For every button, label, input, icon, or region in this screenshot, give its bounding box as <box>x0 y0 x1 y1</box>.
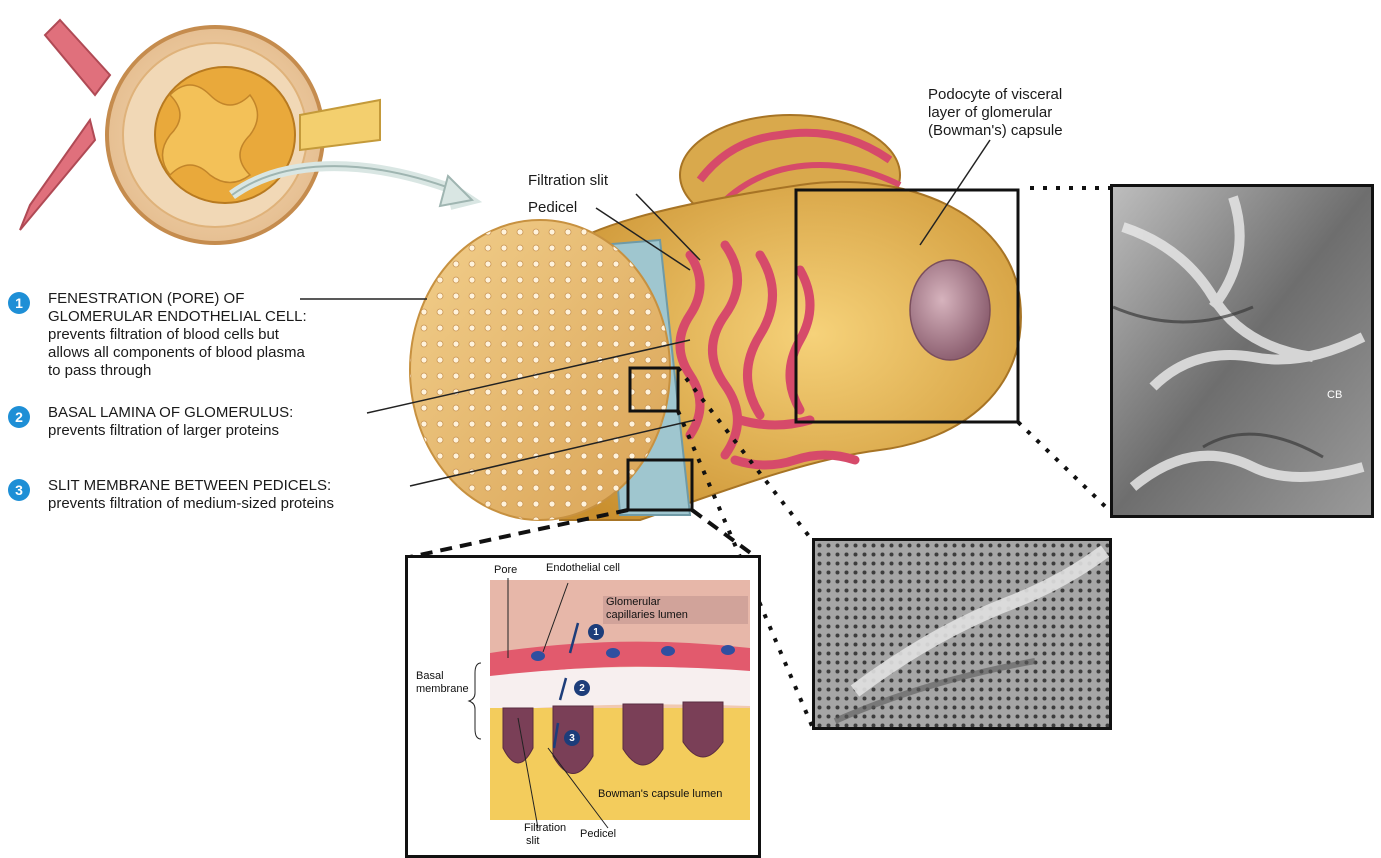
podocyte-capillary-drawing <box>410 115 1021 520</box>
podocyte-label-line2: layer of glomerular <box>928 104 1063 122</box>
step-1-badge: 1 <box>8 292 30 314</box>
legend-item-fenestration: 1 FENESTRATION (PORE) OF GLOMERULAR ENDO… <box>8 290 307 380</box>
legend-desc-slit-membrane: prevents filtration of medium-sized prot… <box>48 495 334 513</box>
inset-bowman-lumen-label: Bowman's capsule lumen <box>598 788 722 801</box>
legend-desc-basal-lamina: prevents filtration of larger proteins <box>48 422 293 440</box>
sem-texture <box>1113 187 1371 515</box>
legend-text-basal-lamina: BASAL LAMINA OF GLOMERULUS: prevents fil… <box>48 404 293 440</box>
legend-title-fenestration: FENESTRATION (PORE) OF <box>48 290 307 308</box>
inset-step-1-badge: 1 <box>588 624 604 640</box>
legend-title-fenestration-2: GLOMERULAR ENDOTHELIAL CELL: <box>48 308 307 326</box>
inset-filtration-slit-label: Filtration slit <box>524 822 566 848</box>
inset-filtration-line1: Filtration <box>524 822 566 835</box>
renal-corpuscle-overview <box>20 20 472 243</box>
filtration-membrane-inset: 1 2 3 Pore Endothelial cell Glomerular c… <box>405 555 761 858</box>
legend-title-basal-lamina: BASAL LAMINA OF GLOMERULUS: <box>48 404 293 422</box>
legend-desc-fenestration-3: to pass through <box>48 362 307 380</box>
inset-step-2-badge: 2 <box>574 680 590 696</box>
sem-micrograph-podocyte: CB <box>1110 184 1374 518</box>
inset-basal-line2: membrane <box>416 683 469 696</box>
inset-filtration-line2: slit <box>524 835 566 848</box>
inset-glomerular-lumen-line1: Glomerular <box>606 596 688 609</box>
inset-pore-label: Pore <box>494 564 517 577</box>
pedicel-label: Pedicel <box>528 199 577 217</box>
inset-drawing <box>408 558 758 855</box>
inset-step-3-badge: 3 <box>564 730 580 746</box>
inset-pedicel-label: Pedicel <box>580 828 616 841</box>
podocyte-label: Podocyte of visceral layer of glomerular… <box>928 86 1063 140</box>
legend-item-basal-lamina: 2 BASAL LAMINA OF GLOMERULUS: prevents f… <box>8 404 293 440</box>
step-3-badge: 3 <box>8 479 30 501</box>
inset-basal-line1: Basal <box>416 670 469 683</box>
legend-desc-fenestration-1: prevents filtration of blood cells but <box>48 326 307 344</box>
sem-fenestration-texture <box>815 541 1109 727</box>
legend-item-slit-membrane: 3 SLIT MEMBRANE BETWEEN PEDICELS: preven… <box>8 477 334 513</box>
inset-glomerular-lumen-label: Glomerular capillaries lumen <box>606 596 688 622</box>
legend-text-slit-membrane: SLIT MEMBRANE BETWEEN PEDICELS: prevents… <box>48 477 334 513</box>
podocyte-label-line1: Podocyte of visceral <box>928 86 1063 104</box>
legend-text-fenestration: FENESTRATION (PORE) OF GLOMERULAR ENDOTH… <box>48 290 307 380</box>
sem-cb-label: CB <box>1327 389 1342 402</box>
inset-glomerular-lumen-line2: capillaries lumen <box>606 609 688 622</box>
filtration-slit-label: Filtration slit <box>528 172 608 190</box>
inset-endothelial-label: Endothelial cell <box>546 562 620 575</box>
sem-micrograph-fenestrations <box>812 538 1112 730</box>
legend-desc-fenestration-2: allows all components of blood plasma <box>48 344 307 362</box>
step-2-badge: 2 <box>8 406 30 428</box>
inset-basal-membrane-label: Basal membrane <box>416 670 469 696</box>
legend-title-slit-membrane: SLIT MEMBRANE BETWEEN PEDICELS: <box>48 477 334 495</box>
podocyte-label-line3: (Bowman's) capsule <box>928 122 1063 140</box>
